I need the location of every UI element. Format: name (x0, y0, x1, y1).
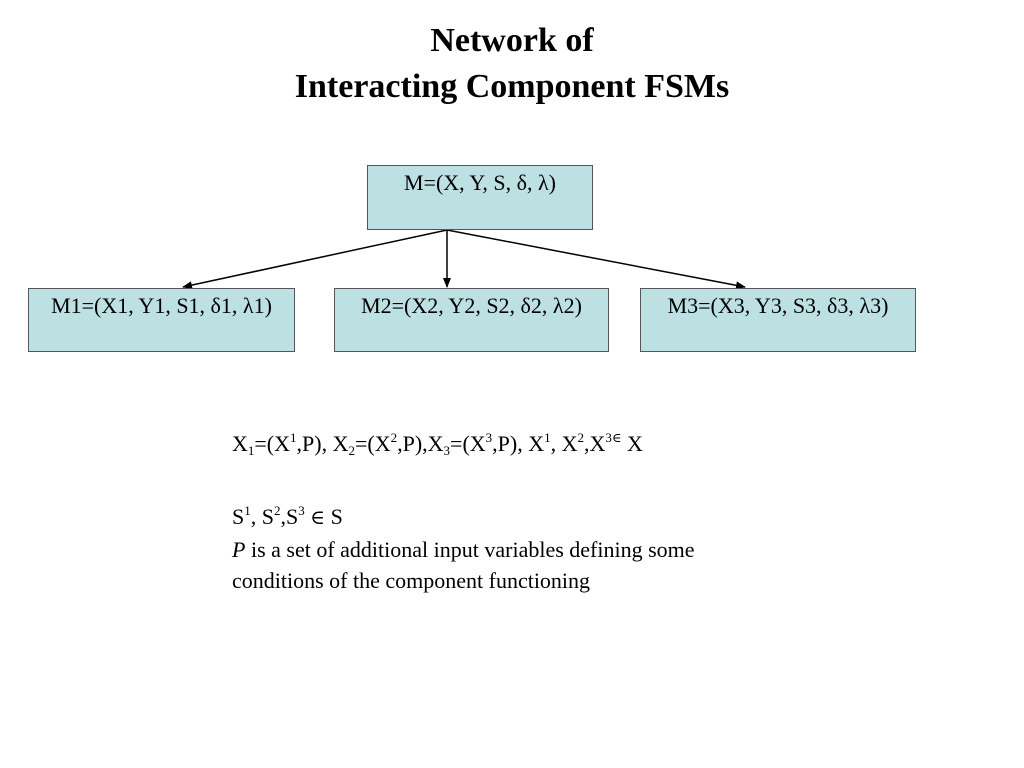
composite-fsm-box: M=(X, Y, S, δ, λ) (367, 165, 593, 230)
p-variable: P (232, 537, 246, 562)
component-fsm-m3-box: M3=(X3, Y3, S3, δ3, λ3) (640, 288, 916, 352)
state-sets-definition: S1, S2,S3 ∈ S P is a set of additional i… (232, 495, 695, 596)
input-sets-definition: X1=(X1,P), X2=(X2,P),X3=(X3,P), X1, X2,X… (232, 430, 643, 458)
title-line-2: Interacting Component FSMs (294, 68, 730, 105)
component-fsm-m2-box: M2=(X2, Y2, S2, δ2, λ2) (334, 288, 609, 352)
p-definition-line-2: conditions of the component functioning (232, 568, 591, 593)
slide-title: Network of Interacting Component FSMs (0, 18, 1024, 110)
state-subsets-line: S1, S2,S3 ∈ S (232, 503, 343, 529)
component-fsm-m1-box: M1=(X1, Y1, S1, δ1, λ1) (28, 288, 295, 352)
element-of-symbol: ∈ (310, 507, 326, 529)
title-line-1: Network of (430, 22, 594, 59)
arrow-to-m1 (182, 229, 448, 290)
arrow-to-m3 (446, 229, 746, 290)
p-definition-line: P is a set of additional input variables… (232, 537, 695, 562)
element-of-symbol: ∈ (611, 430, 622, 445)
